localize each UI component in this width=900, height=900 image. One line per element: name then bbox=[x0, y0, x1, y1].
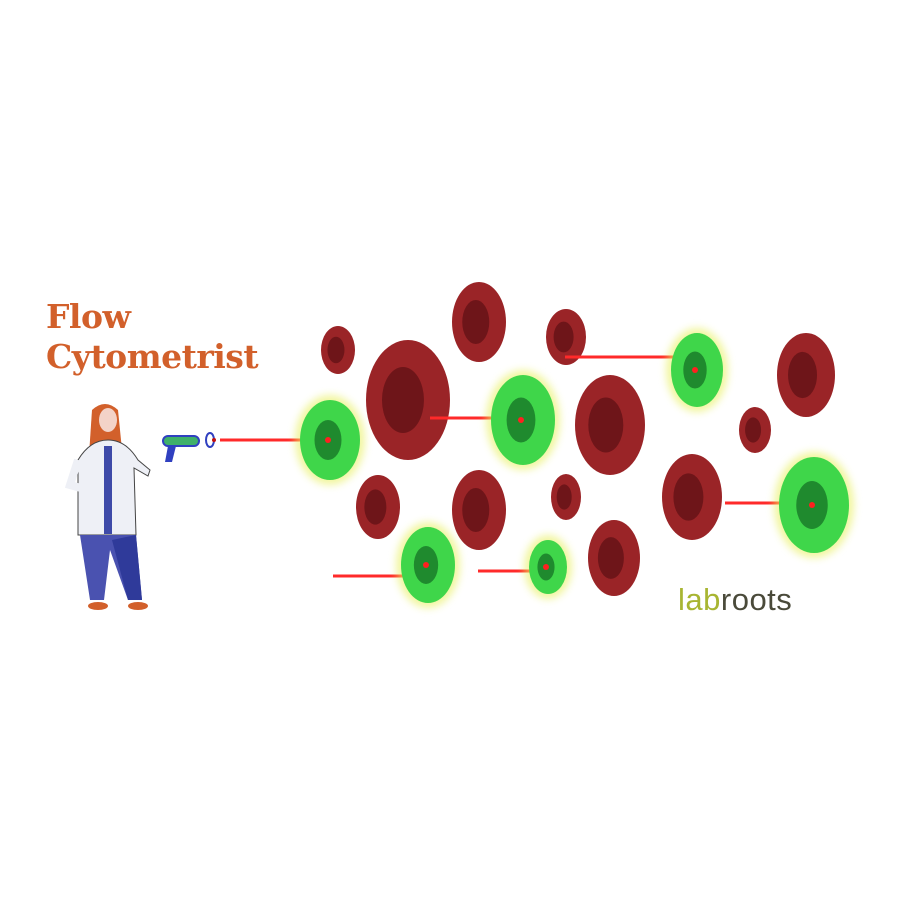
labroots-logo: labroots bbox=[678, 582, 792, 618]
title-line-1: Flow bbox=[46, 297, 131, 336]
cell-center bbox=[588, 397, 624, 453]
cell-center bbox=[364, 489, 387, 525]
logo-part-roots: roots bbox=[720, 582, 793, 617]
cell-center bbox=[673, 473, 704, 521]
cell-center bbox=[745, 417, 762, 443]
laser-hit bbox=[809, 502, 815, 508]
fluorescent-cells bbox=[295, 328, 854, 608]
red-blood-cell bbox=[551, 474, 581, 520]
cell-center bbox=[462, 488, 490, 532]
laser-hit bbox=[325, 437, 331, 443]
red-blood-cells bbox=[321, 282, 835, 596]
laser-gun-icon bbox=[162, 432, 216, 462]
cell-center bbox=[553, 321, 574, 353]
cell-center bbox=[556, 484, 572, 510]
red-blood-cell bbox=[588, 520, 640, 596]
fluorescent-cell bbox=[396, 522, 460, 608]
cell-center bbox=[597, 537, 624, 579]
fluorescent-cell bbox=[295, 395, 365, 485]
laser-hit bbox=[423, 562, 429, 568]
fluorescent-cell bbox=[666, 328, 728, 412]
red-blood-cell bbox=[356, 475, 400, 539]
cell-center bbox=[381, 367, 424, 433]
fluorescent-cell bbox=[486, 370, 560, 470]
red-blood-cell bbox=[366, 340, 450, 460]
red-blood-cell bbox=[777, 333, 835, 417]
laser-hit bbox=[692, 367, 698, 373]
cell-center bbox=[788, 351, 818, 399]
red-blood-cell bbox=[321, 326, 355, 374]
fluorescent-cell bbox=[774, 452, 854, 558]
scientist-figure bbox=[64, 404, 151, 610]
fluorescent-cell bbox=[524, 535, 572, 599]
cell-center bbox=[327, 336, 345, 364]
red-blood-cell bbox=[739, 407, 771, 453]
red-blood-cell bbox=[452, 470, 506, 550]
cell-center bbox=[462, 300, 490, 344]
logo-part-lab: lab bbox=[678, 582, 721, 617]
laser-hit bbox=[543, 564, 549, 570]
title-line-2: Cytometrist bbox=[46, 337, 259, 376]
red-blood-cell bbox=[662, 454, 722, 540]
red-blood-cell bbox=[452, 282, 506, 362]
red-blood-cell bbox=[575, 375, 645, 475]
laser-hit bbox=[518, 417, 524, 423]
